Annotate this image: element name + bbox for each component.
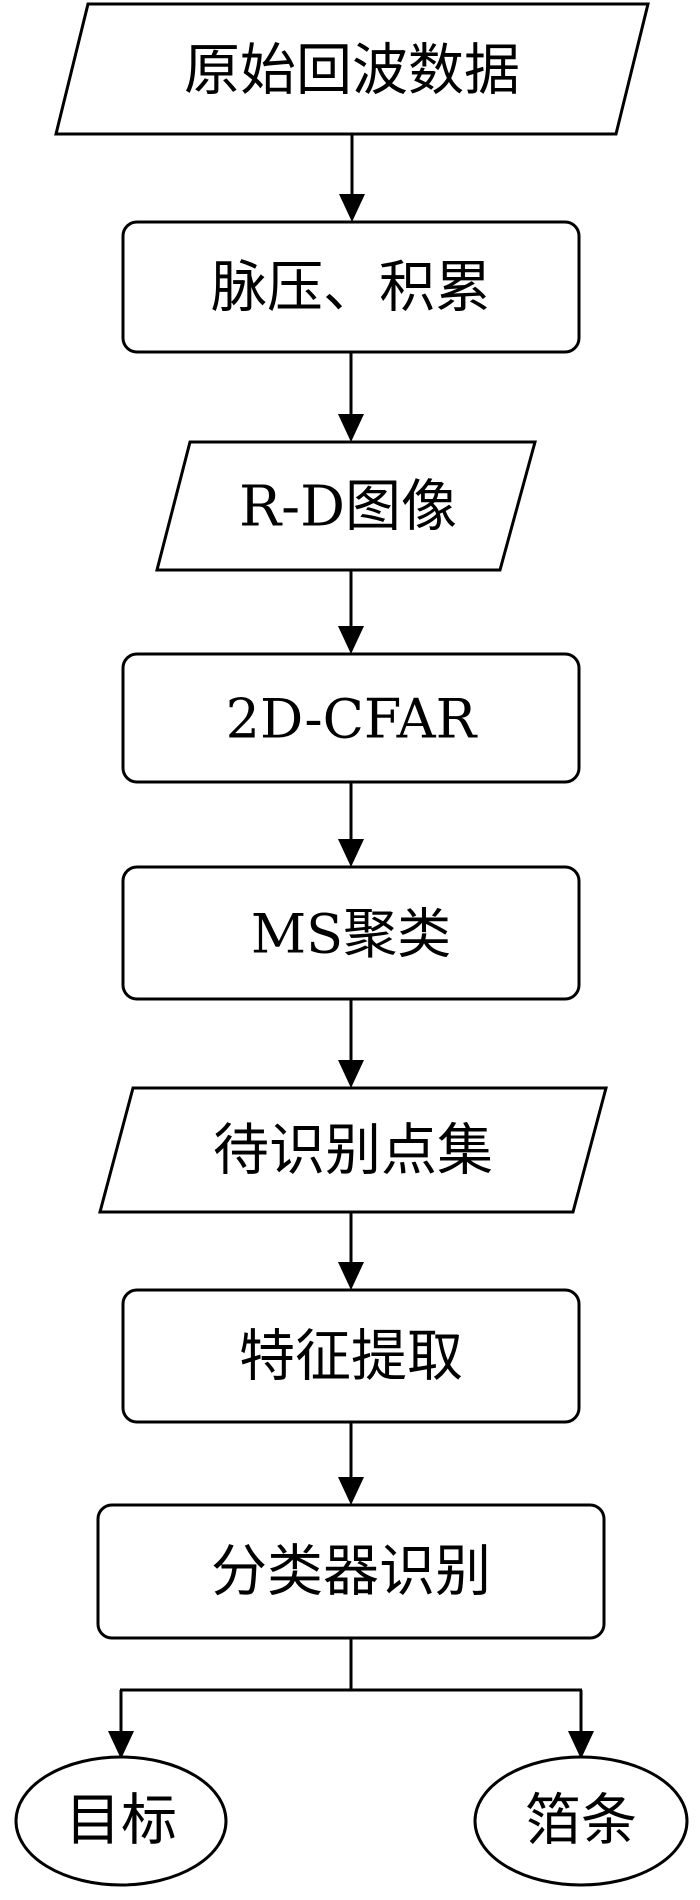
node-label: 特征提取	[239, 1325, 463, 1390]
flow-arrow	[339, 134, 365, 222]
flowchart-output-target: 目标	[14, 1755, 228, 1887]
node-label: 2D-CFAR	[226, 688, 478, 751]
flowchart-node-candidate-points: 待识别点集	[98, 1086, 608, 1214]
flow-arrow	[338, 782, 364, 867]
node-label: 脉压、积累	[211, 256, 491, 321]
flowchart-node-pulse-compression: 脉压、积累	[121, 220, 581, 354]
flowchart-output-foil-strip: 箔条	[473, 1755, 689, 1887]
flow-arrow	[338, 999, 364, 1088]
parallelogram-shape	[98, 1086, 608, 1214]
flowchart-node-classifier: 分类器识别	[96, 1503, 606, 1640]
flowchart-node-raw-echo-data: 原始回波数据	[54, 2, 650, 136]
node-label: 原始回波数据	[184, 39, 520, 104]
flow-arrow	[338, 1422, 364, 1505]
node-label: 待识别点集	[213, 1119, 493, 1184]
flowchart-node-cfar: 2D-CFAR	[121, 652, 581, 784]
flowchart-node-feature-extraction: 特征提取	[121, 1288, 581, 1424]
parallelogram-shape	[54, 2, 650, 136]
flowchart-node-ms-clustering: MS聚类	[121, 865, 581, 1001]
node-label: 分类器识别	[211, 1540, 491, 1605]
branch-connector	[108, 1638, 594, 1759]
node-label: MS聚类	[251, 903, 451, 966]
flow-arrow	[338, 570, 364, 654]
terminal-ellipse	[14, 1755, 228, 1887]
parallelogram-shape	[155, 440, 537, 572]
node-label: R-D图像	[239, 475, 457, 540]
flow-arrow	[338, 1212, 364, 1290]
node-label: 箔条	[525, 1789, 637, 1854]
node-label: 目标	[65, 1789, 177, 1854]
flowchart-node-rd-image: R-D图像	[155, 440, 537, 572]
terminal-ellipse	[473, 1755, 689, 1887]
flow-arrow	[338, 352, 364, 442]
